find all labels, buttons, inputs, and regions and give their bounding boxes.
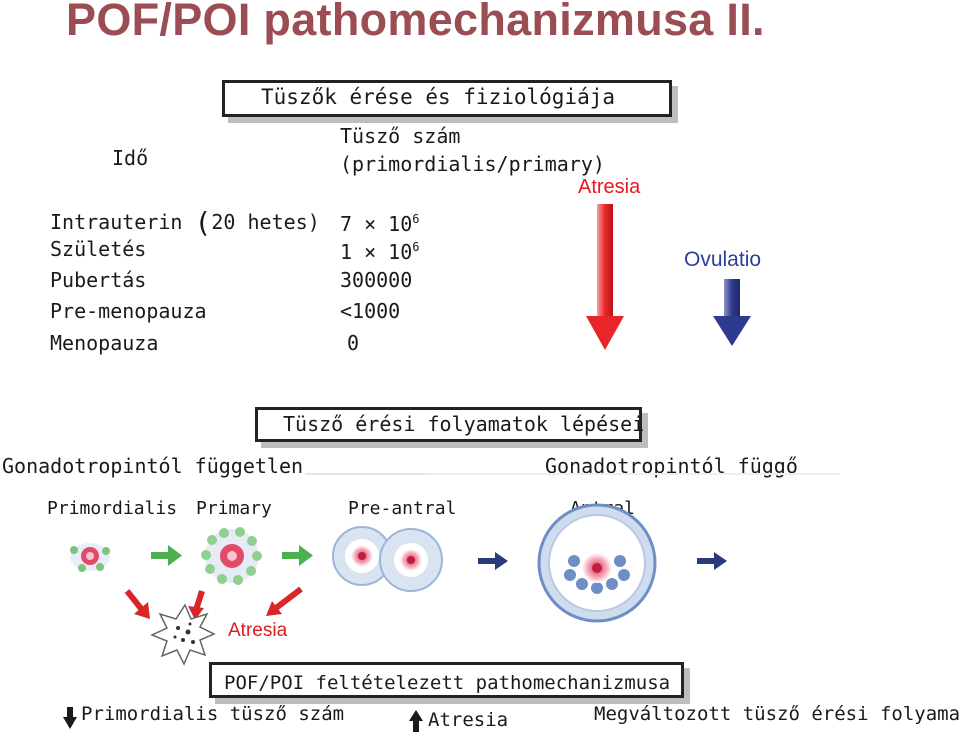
- atresia-arrows: [127, 589, 301, 620]
- primordial-follicle-icon: [70, 543, 110, 572]
- atretic-follicle-icon: [152, 605, 214, 664]
- primary-follicle-icon: [201, 527, 262, 585]
- preantral-follicle-icon: [333, 527, 442, 591]
- down-arrow-icon: [63, 707, 77, 729]
- arrow-primary-to-preantral: [282, 545, 313, 566]
- arrow-primordial-to-primary: [151, 545, 182, 566]
- arrow-antral-next: [697, 552, 727, 570]
- atresia-down-arrow: [586, 204, 624, 350]
- antral-follicle-icon: [539, 505, 655, 621]
- up-arrow-icon: [409, 710, 423, 732]
- ovulatio-down-arrow: [713, 279, 751, 346]
- arrow-preantral-to-antral: [478, 552, 508, 570]
